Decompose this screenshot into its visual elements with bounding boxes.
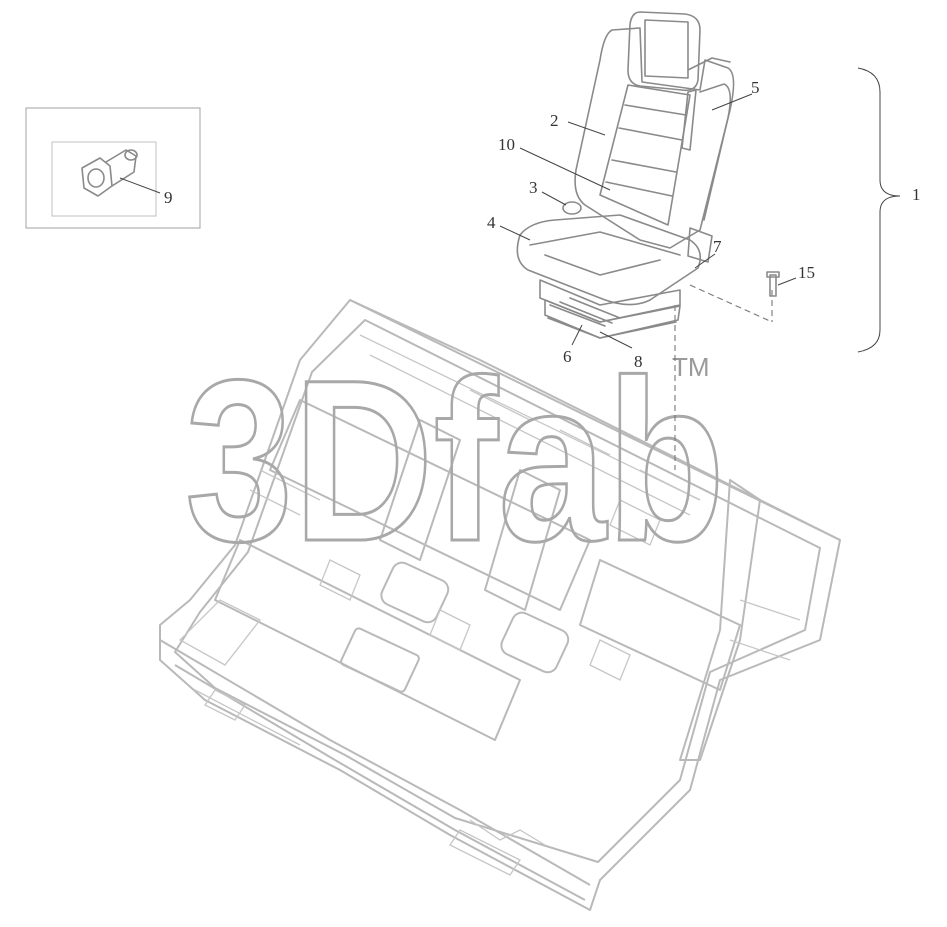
callout-5: 5 xyxy=(751,78,760,97)
callout-1: 1 xyxy=(912,185,921,204)
callout-2: 2 xyxy=(550,111,559,130)
callout-labels: 1 2 3 4 5 6 7 8 9 10 15 xyxy=(164,78,921,371)
callout-3: 3 xyxy=(529,178,538,197)
watermark-text: 3Dfab xyxy=(185,332,725,589)
watermark-tm: TM xyxy=(672,352,710,382)
callout-8: 8 xyxy=(634,352,643,371)
watermark: 3Dfab TM xyxy=(184,331,727,591)
callout-7: 7 xyxy=(713,237,722,256)
inset-outer-frame xyxy=(25,107,201,229)
driver-seat-assembly xyxy=(516,11,780,339)
callout-15: 15 xyxy=(798,263,815,282)
socket-part-drawing xyxy=(81,149,138,197)
leader-lines xyxy=(499,93,797,349)
callout-6: 6 xyxy=(563,347,572,366)
assembly-bracket xyxy=(857,67,901,353)
cab-floor-frame xyxy=(159,299,841,911)
detail-inset xyxy=(25,107,201,229)
callout-4: 4 xyxy=(487,213,496,232)
inset-inner-frame xyxy=(51,141,157,217)
callout-10: 10 xyxy=(498,135,515,154)
callout-9: 9 xyxy=(164,188,173,207)
